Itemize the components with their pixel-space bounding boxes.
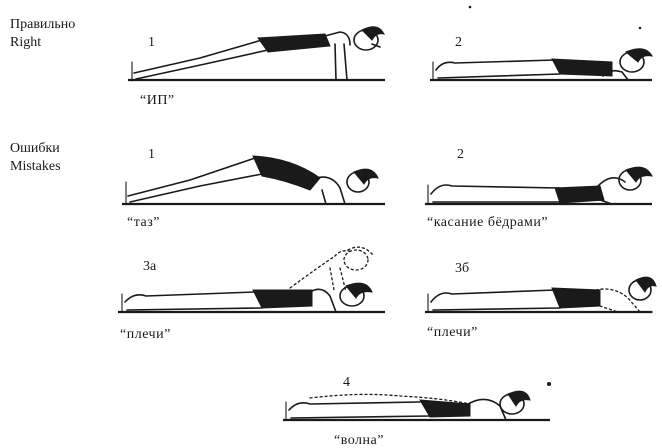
figure-mistake-1-illustration [122, 156, 385, 204]
figure-mistake-3b-illustration [425, 277, 656, 312]
figure-mistake-3a-illustration [118, 247, 385, 312]
figure-mistake-2-illustration [425, 167, 652, 204]
figure-right-2-illustration [430, 49, 652, 80]
figure-mistake-4-illustration [283, 391, 550, 420]
figure-right-1-illustration [128, 27, 385, 81]
